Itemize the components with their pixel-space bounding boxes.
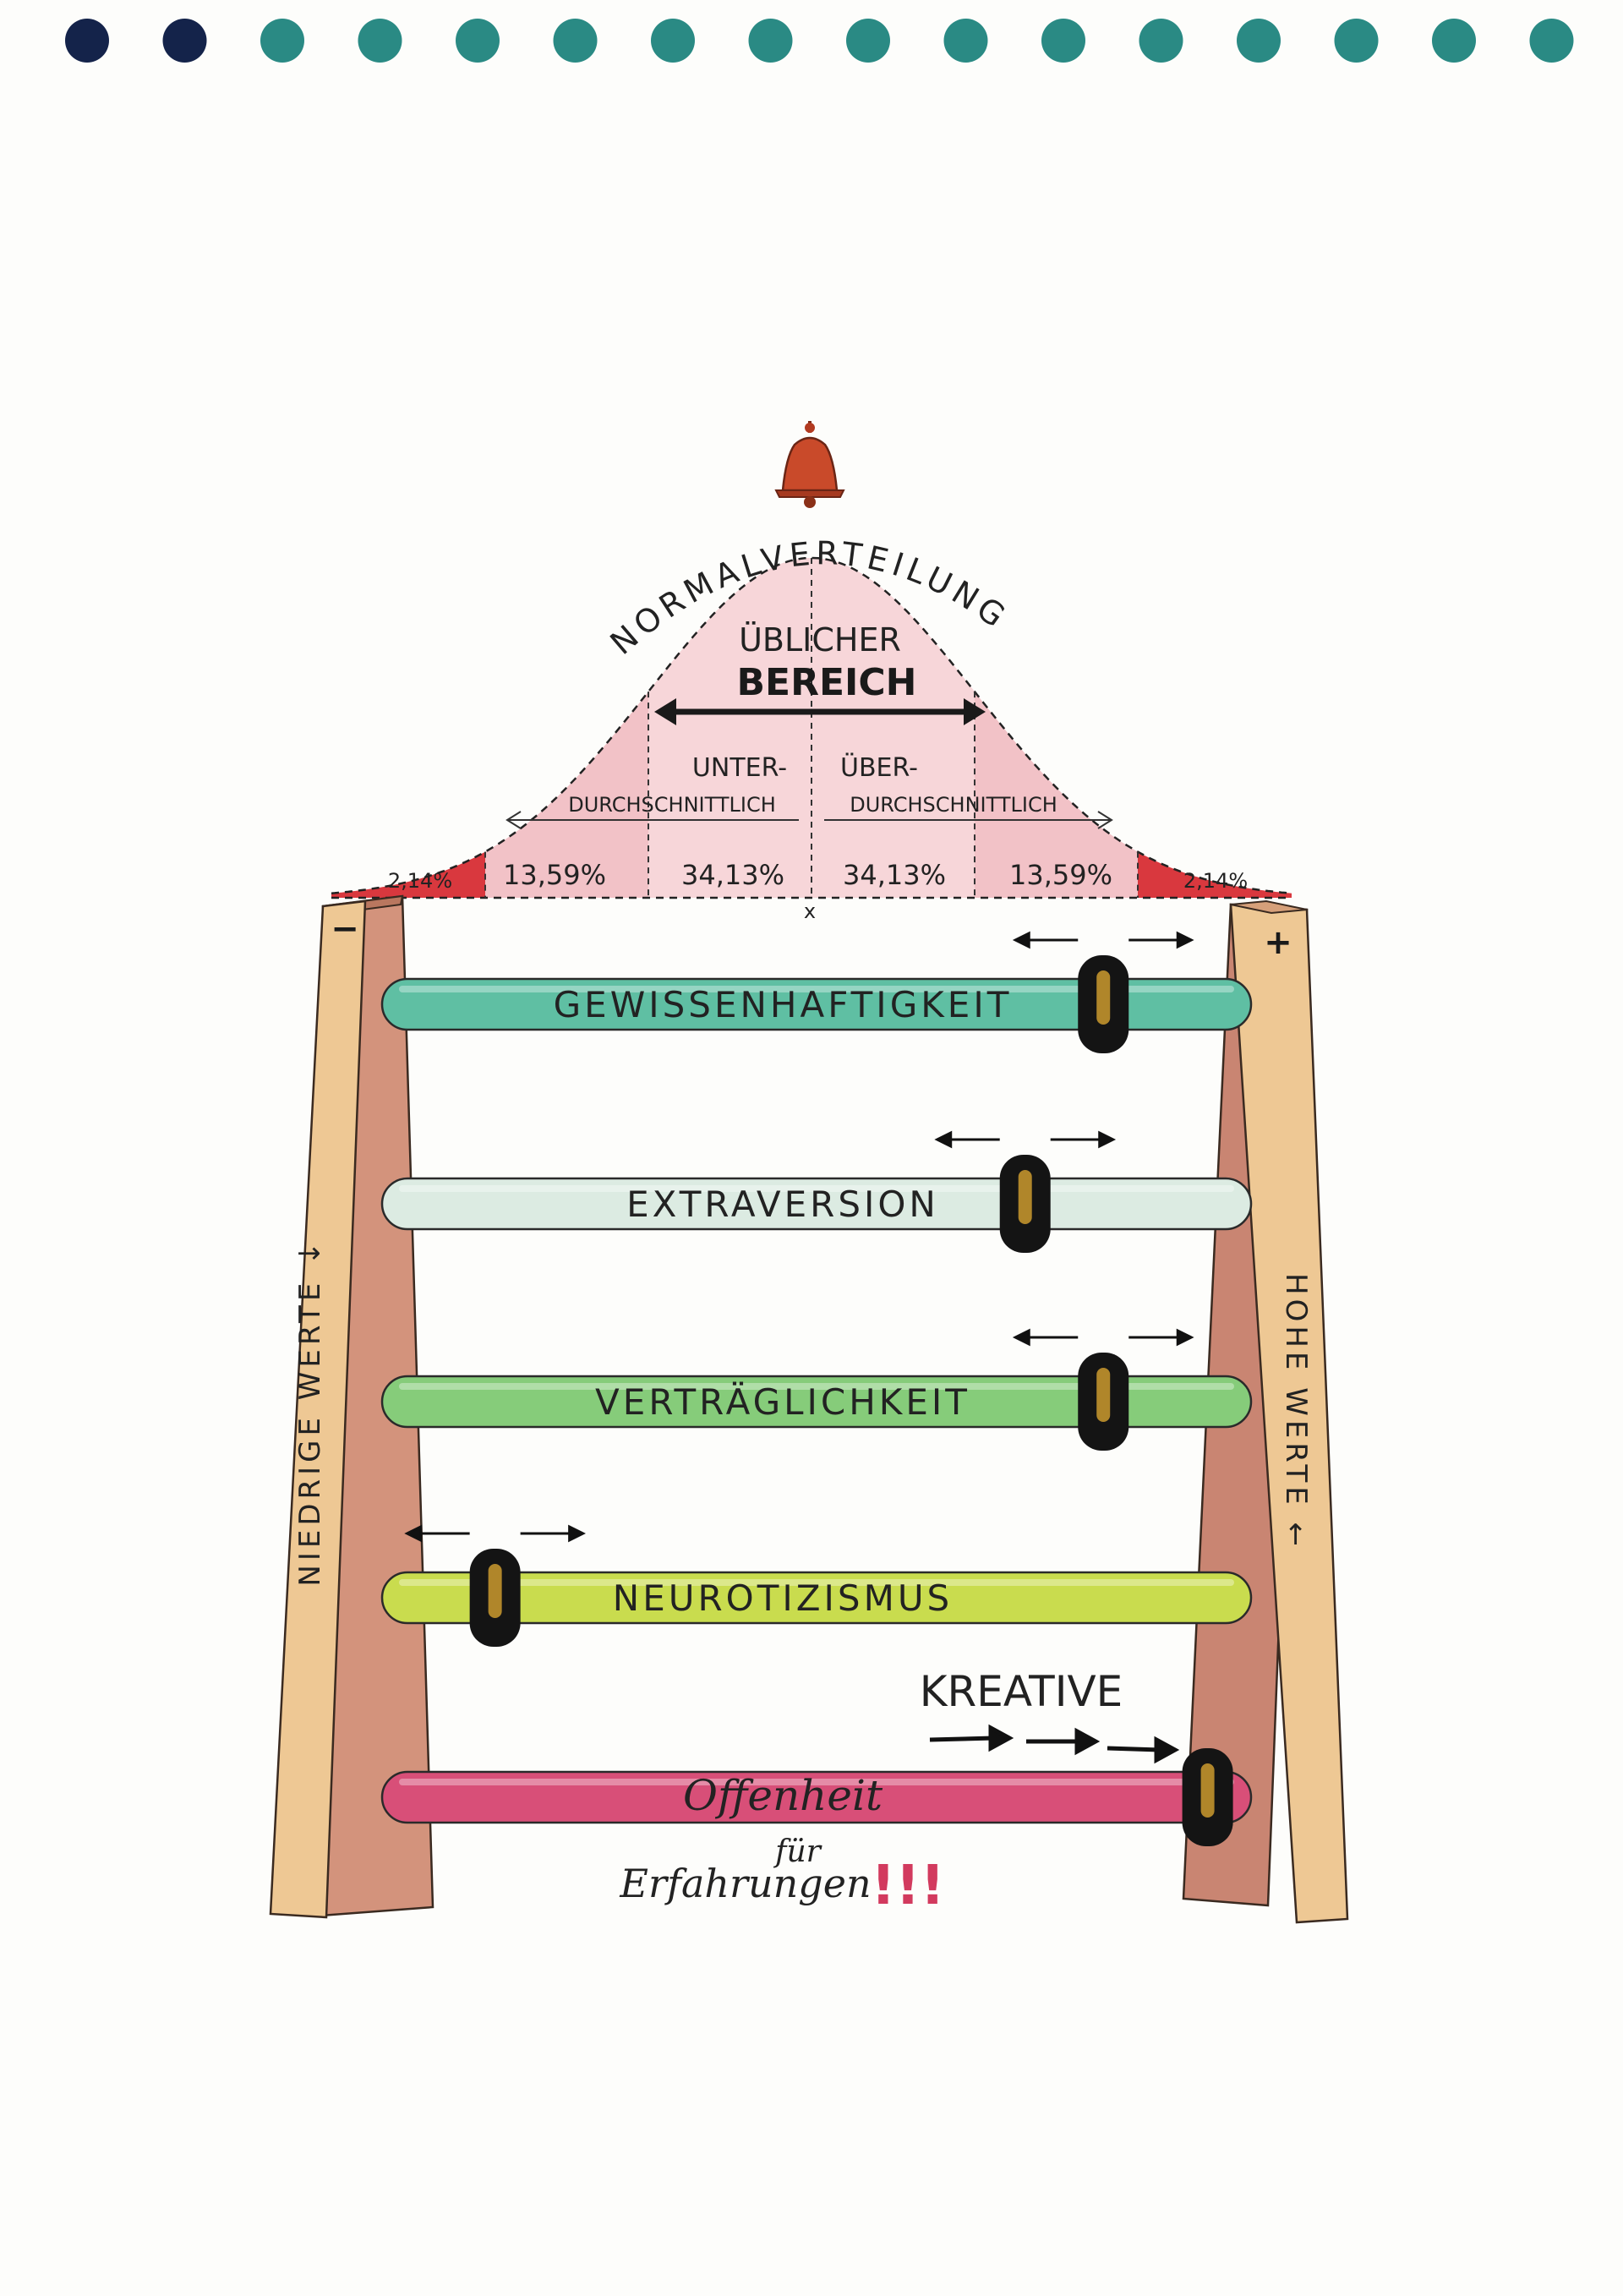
- for-label: für: [773, 1834, 822, 1869]
- above-average-label-bottom: DURCHSCHNITTLICH: [850, 793, 1057, 817]
- percentage-label: 13,59%: [1009, 859, 1112, 891]
- trait-label: VERTRÄGLICHKEIT: [595, 1380, 970, 1423]
- rod-body: [380, 1375, 1253, 1429]
- spiral-dot: [1041, 19, 1085, 63]
- bead-move-arrows: [1012, 931, 1194, 949]
- spiral-dot: [1529, 19, 1574, 63]
- trait-rod: NEUROTIZISMUS: [380, 1524, 1253, 1647]
- trait-label: EXTRAVERSION: [626, 1184, 939, 1225]
- bell-icon: [774, 421, 845, 508]
- below-average-label-bottom: DURCHSCHNITTLICH: [568, 793, 776, 817]
- spiral-dot: [651, 19, 695, 63]
- trait-bead[interactable]: [999, 1155, 1051, 1253]
- percentage-label: 2,14%: [388, 869, 452, 893]
- above-average-label-top: ÜBER-: [840, 752, 918, 783]
- percentage-label: 34,13%: [843, 859, 946, 891]
- below-average-arrow: [505, 811, 799, 829]
- experiences-label: Erfahrungen: [619, 1861, 871, 1906]
- rod-highlight: [399, 1383, 1234, 1390]
- normal-distribution-curve: [331, 556, 1292, 899]
- percentage-labels: 2,14% 13,59% 34,13% 34,13% 13,59% 2,14%: [388, 859, 1248, 893]
- spiral-dot: [260, 19, 304, 63]
- spiral-dot: [1334, 19, 1379, 63]
- percentage-label: 2,14%: [1183, 869, 1248, 893]
- bead-move-arrows: [934, 1130, 1117, 1149]
- percentage-label: 13,59%: [503, 859, 606, 891]
- sigma-dividers: [484, 558, 1139, 898]
- curve-tail-right: [1138, 851, 1292, 898]
- usual-range-double-arrow: [654, 698, 986, 725]
- spiral-dot: [553, 19, 598, 63]
- rod-body: [380, 1770, 1253, 1824]
- spiral-dot: [846, 19, 890, 63]
- usual-range-label-bottom: BEREICH: [736, 661, 916, 704]
- spiral-dot: [358, 19, 402, 63]
- high-values-label: HOHE WERTE ←: [1279, 1273, 1313, 1550]
- trait-rod: VERTRÄGLICHKEIT: [380, 1328, 1253, 1451]
- spiral-dot: [943, 19, 988, 63]
- above-average-arrow: [824, 811, 1113, 829]
- curve-tail-left: [331, 851, 485, 898]
- spiral-dot: [1237, 19, 1281, 63]
- trait-bead[interactable]: [1182, 1748, 1233, 1846]
- trait-bead[interactable]: [1078, 1353, 1129, 1451]
- spiral-dot: [456, 19, 500, 63]
- trait-label: Offenheit: [683, 1771, 883, 1820]
- creative-arrows: [929, 1724, 1180, 1764]
- trait-rod: GEWISSENHAFTIGKEIT: [380, 931, 1253, 1053]
- usual-range-label-top: ÜBLICHER: [739, 621, 901, 659]
- curve-outline: [331, 556, 1292, 894]
- percentage-label: 34,13%: [681, 859, 784, 891]
- trait-rod: Offenheit: [380, 1748, 1253, 1846]
- trait-rods: GEWISSENHAFTIGKEIT EXTRAVERSION VERTRÄGLIC…: [380, 931, 1253, 1846]
- left-post: [269, 894, 434, 1919]
- trait-label: GEWISSENHAFTIGKEIT: [554, 984, 1013, 1025]
- trait-bead[interactable]: [1078, 955, 1129, 1053]
- mean-marker: x: [804, 899, 816, 923]
- rod-highlight: [399, 1779, 1234, 1785]
- spiral-dot: [1432, 19, 1476, 63]
- rod-highlight: [399, 1579, 1234, 1586]
- low-values-label: NIEDRIGE WERTE ↓: [293, 1237, 327, 1586]
- exclamation-marks: !!!: [871, 1855, 945, 1917]
- spiral-binding: [65, 19, 1574, 63]
- rod-body: [380, 1571, 1253, 1625]
- spiral-dot: [65, 19, 109, 63]
- rod-body: [380, 977, 1253, 1031]
- minus-sign: −: [331, 910, 359, 948]
- trait-label: NEUROTIZISMUS: [613, 1577, 953, 1619]
- below-average-label-top: UNTER-: [692, 753, 787, 783]
- rod-highlight: [399, 986, 1234, 992]
- bead-move-arrows: [1012, 1328, 1194, 1347]
- creative-label: KREATIVE: [920, 1667, 1123, 1716]
- plus-sign: +: [1264, 923, 1292, 962]
- spiral-dot: [748, 19, 793, 63]
- trait-rod: EXTRAVERSION: [380, 1130, 1253, 1253]
- bead-move-arrows: [404, 1524, 586, 1543]
- spiral-dot: [1139, 19, 1183, 63]
- trait-bead[interactable]: [469, 1549, 521, 1647]
- spiral-dot: [162, 19, 207, 63]
